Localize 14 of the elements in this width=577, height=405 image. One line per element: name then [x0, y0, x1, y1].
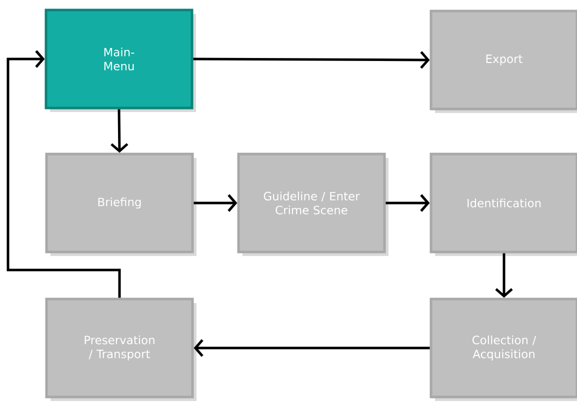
arrow — [194, 194, 238, 212]
arrow — [193, 51, 430, 69]
arrow — [386, 194, 430, 212]
process-box: Main-Menu — [44, 8, 196, 112]
process-box: Collection / Acquisition — [430, 298, 577, 401]
arrow — [6, 50, 121, 298]
process-box: Export — [430, 10, 577, 113]
process-box: Guideline / Enter Crime Scene — [237, 152, 388, 256]
arrow — [110, 109, 128, 153]
process-box: Identification — [430, 152, 577, 256]
arrow — [495, 253, 513, 298]
process-box: Preservation / Transport — [45, 298, 196, 401]
process-box: Briefing — [45, 152, 196, 256]
arrow — [194, 339, 430, 357]
